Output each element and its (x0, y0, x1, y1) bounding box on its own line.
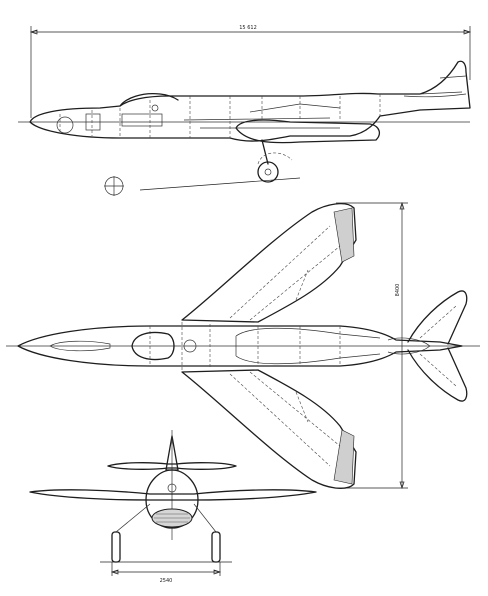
side-main-gear (257, 139, 293, 183)
plan-view: 8400 (6, 201, 480, 490)
plan-tail-structure (419, 305, 457, 387)
front-view: 2540 (29, 430, 317, 584)
plan-canopy (131, 331, 175, 361)
plan-tail-lower (407, 347, 468, 402)
side-ground-line (139, 177, 301, 191)
span-dimension-label: 8400 (395, 284, 401, 297)
plan-engines (235, 327, 381, 365)
side-nose-gear (104, 176, 124, 196)
plan-wingtips (333, 207, 355, 485)
length-dimension-label: 15 612 (239, 25, 257, 31)
side-view: 15 612 (18, 25, 472, 196)
track-dimension-label: 2540 (160, 578, 173, 584)
span-dimension: 8400 (336, 201, 408, 490)
front-fuselage (145, 469, 199, 529)
front-main-gear-right (193, 503, 221, 563)
front-intake (151, 508, 193, 528)
plan-frames (149, 322, 341, 370)
plan-tail-upper (407, 290, 468, 345)
plan-wing-structure (229, 225, 341, 467)
front-main-gear-left (111, 503, 151, 563)
plan-tailcone (387, 337, 431, 355)
side-bay (121, 113, 163, 127)
side-canopy (119, 92, 179, 107)
front-canopy (167, 483, 177, 493)
side-nose-wheel-well (56, 116, 74, 134)
front-tailplane (107, 462, 237, 470)
side-fin-detail (403, 75, 467, 98)
front-wing (29, 489, 317, 501)
plan-nose-bay (49, 340, 111, 352)
length-dimension: 15 612 (29, 25, 472, 118)
side-pilot-marker (151, 104, 159, 112)
plan-wing-pivot (183, 339, 197, 353)
side-nacelle (235, 119, 381, 144)
side-internal-structure (59, 94, 381, 138)
side-hatch (85, 113, 101, 131)
track-dimension: 2540 (110, 562, 222, 584)
plan-wing-lower (181, 369, 357, 490)
plan-wing-upper (181, 202, 357, 323)
side-fuselage (29, 60, 471, 142)
plan-fuselage (17, 325, 463, 367)
